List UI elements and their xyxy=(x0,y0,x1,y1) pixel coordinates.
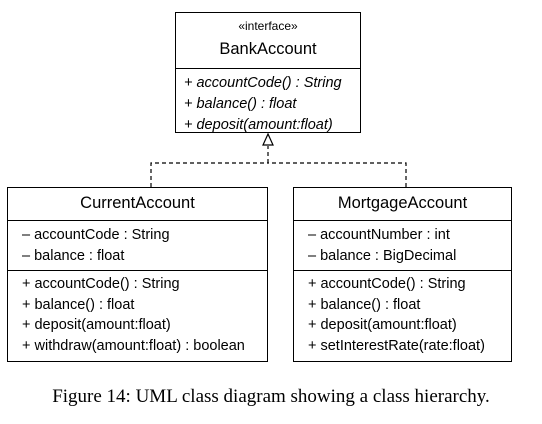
class-attributes: – accountCode : String – balance : float xyxy=(8,220,267,270)
interface-operations: + accountCode() : String + balance() : f… xyxy=(176,68,360,136)
class-operation: + balance() : float xyxy=(22,296,135,313)
class-header: MortgageAccount xyxy=(294,188,511,220)
class-operation: + deposit(amount:float) xyxy=(308,317,457,333)
class-operation: + accountCode() : String xyxy=(308,276,466,292)
class-operations: + accountCode() : String + balance() : f… xyxy=(8,270,267,356)
class-attributes: – accountNumber : int – balance : BigDec… xyxy=(294,220,511,270)
interface-operation: + accountCode() : String xyxy=(184,75,342,91)
realization-line-mortgageaccount xyxy=(268,162,407,187)
interface-name: BankAccount xyxy=(219,40,317,58)
class-attribute: – accountNumber : int xyxy=(308,227,450,243)
interface-bankaccount: «interface» BankAccount + accountCode() … xyxy=(175,12,361,133)
interface-stereotype: «interface» xyxy=(238,19,298,33)
class-name: MortgageAccount xyxy=(337,194,468,212)
class-currentaccount: CurrentAccount – accountCode : String – … xyxy=(7,187,268,362)
class-operation: + deposit(amount:float) xyxy=(22,317,171,333)
class-operation: + accountCode() : String xyxy=(22,276,180,292)
class-operation: + setInterestRate(rate:float) xyxy=(308,337,485,354)
interface-operation: + balance() : float xyxy=(184,96,297,112)
class-attribute: – balance : float xyxy=(22,248,125,264)
class-mortgageaccount: MortgageAccount – accountNumber : int – … xyxy=(293,187,512,362)
realization-line-currentaccount xyxy=(150,162,268,187)
class-name: CurrentAccount xyxy=(80,194,195,212)
figure-caption: Figure 14: UML class diagram showing a c… xyxy=(52,386,490,407)
class-operation: + balance() : float xyxy=(308,296,421,313)
class-operation: + withdraw(amount:float) : boolean xyxy=(22,337,245,354)
interface-header: «interface» BankAccount xyxy=(176,13,360,68)
class-header: CurrentAccount xyxy=(8,188,267,220)
interface-operation: + deposit(amount:float) xyxy=(184,117,333,133)
class-operations: + accountCode() : String + balance() : f… xyxy=(294,270,511,356)
realization-arrowhead xyxy=(262,132,274,146)
class-attribute: – balance : BigDecimal xyxy=(308,248,457,264)
class-attribute: – accountCode : String xyxy=(22,227,170,243)
